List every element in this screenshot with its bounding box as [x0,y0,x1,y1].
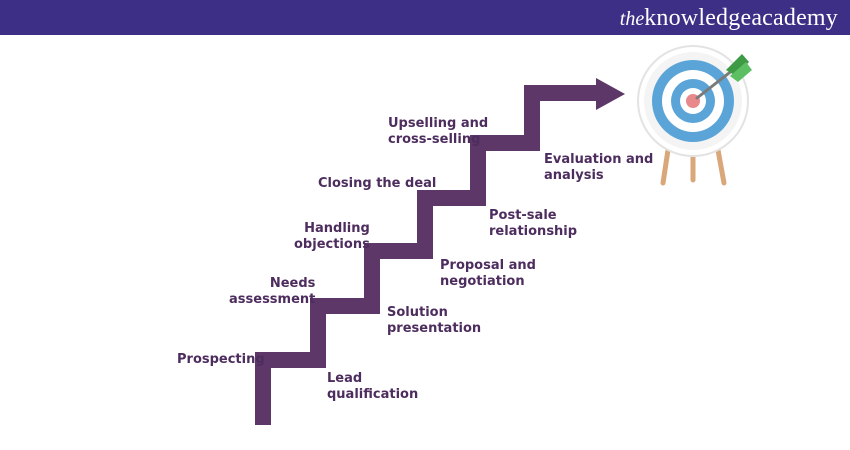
step-upselling-and-cross-selling: Upselling and cross-selling [388,116,488,148]
step-proposal-and-negotiation-line: negotiation [440,274,525,289]
step-solution-presentation-line: presentation [387,321,482,336]
step-evaluation-and-analysis-line: analysis [544,168,604,183]
step-lead-qualification-line: qualification [327,387,419,402]
archery-target-icon [637,45,752,186]
staircase-path [255,85,600,425]
step-handling-objections-line: objections [294,237,370,252]
step-evaluation-and-analysis: Evaluation and analysis [544,152,653,184]
step-handling-objections-line: Handling [304,221,370,236]
step-solution-presentation: Solution presentation [387,305,481,337]
step-needs-assessment: Needs assessment [229,276,315,308]
step-needs-assessment-line: assessment [229,292,316,307]
step-prospecting: Prospecting [177,352,265,367]
step-handling-objections: Handling objections [294,221,370,253]
staircase-arrowhead [596,78,625,110]
step-lead-qualification-line: Lead [327,371,363,386]
step-post-sale-relationship: Post-sale relationship [489,208,577,240]
header-bar: theknowledgeacademy [0,0,850,35]
arrow-in-target [695,54,752,100]
step-upselling-and-cross-selling-line: cross-selling [388,132,481,147]
step-evaluation-and-analysis-line: Evaluation and [544,152,654,167]
step-post-sale-relationship-line: Post-sale [489,208,557,223]
brand-logo[interactable]: theknowledgeacademy [619,5,838,31]
step-solution-presentation-line: Solution [387,305,448,320]
step-proposal-and-negotiation: Proposal and negotiation [440,258,536,290]
step-lead-qualification: Lead qualification [327,371,418,403]
step-upselling-and-cross-selling-line: Upselling and [388,116,489,131]
step-closing-the-deal: Closing the deal [318,176,437,191]
step-proposal-and-negotiation-line: Proposal and [440,258,536,273]
step-needs-assessment-line: Needs [269,276,316,291]
step-post-sale-relationship-line: relationship [489,224,578,239]
target-legs [660,147,727,186]
